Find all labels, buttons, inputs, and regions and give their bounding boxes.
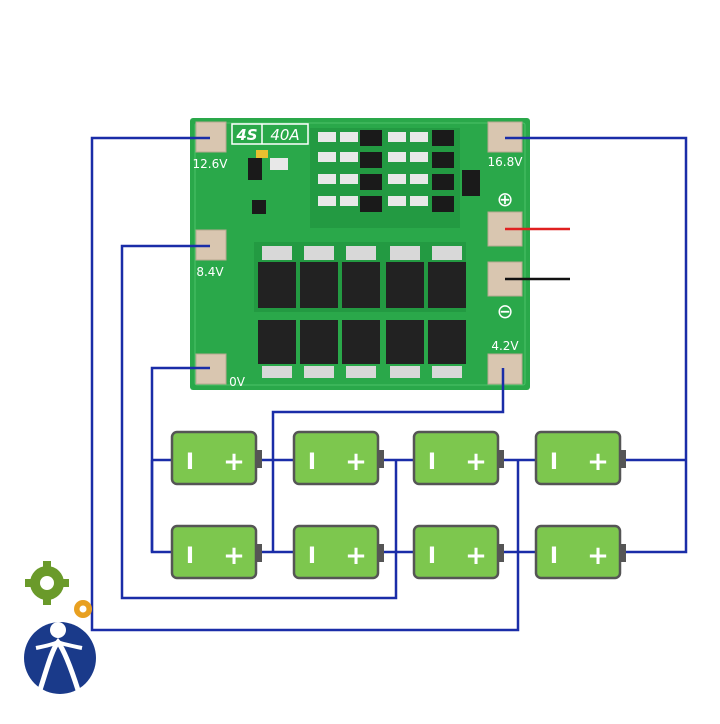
battery-cell: I + (534, 524, 626, 580)
battery-cell: I + (292, 524, 384, 580)
battery-cell: I + (292, 430, 384, 486)
pad-label-16v8: 16.8V (488, 155, 524, 169)
gear-person-logo-icon (24, 561, 96, 694)
svg-text:+: + (587, 447, 609, 477)
battery-cell: I + (170, 430, 262, 486)
svg-text:+: + (223, 541, 245, 571)
svg-text:I: I (186, 450, 194, 475)
battery-cell: I + (170, 524, 262, 580)
battery-cell: I + (534, 430, 626, 486)
mosfet-array (254, 242, 466, 378)
board-title-box (231, 123, 309, 145)
svg-text:I: I (550, 450, 558, 475)
battery-cell: I + (412, 430, 504, 486)
smd-components (248, 128, 480, 228)
svg-text:I: I (428, 450, 436, 475)
plus-terminal-symbol: ⊕ (497, 187, 514, 211)
board-edge (194, 122, 526, 386)
svg-text:+: + (465, 447, 487, 477)
svg-text:I: I (308, 544, 316, 569)
svg-text:I: I (428, 544, 436, 569)
wire-12v6 (90, 136, 520, 632)
pad-label-4v2: 4.2V (491, 339, 519, 353)
bms-board: 4S 40A (190, 118, 530, 390)
svg-text:+: + (587, 541, 609, 571)
pad-label-8v4: 8.4V (196, 265, 224, 279)
svg-text:+: + (345, 447, 367, 477)
svg-text:I: I (550, 544, 558, 569)
minus-terminal-symbol: ⊖ (497, 299, 514, 323)
battery-cell: I + (412, 524, 504, 580)
pad-label-12v6: 12.6V (193, 157, 229, 171)
wire-16v8 (505, 136, 688, 554)
svg-text:+: + (223, 447, 245, 477)
board-model-label: 4S (235, 126, 257, 144)
svg-text:I: I (308, 450, 316, 475)
wire-4v2 (271, 368, 505, 552)
svg-text:+: + (345, 541, 367, 571)
pad-4v2[interactable] (487, 353, 523, 385)
svg-text:I: I (186, 544, 194, 569)
svg-text:+: + (465, 541, 487, 571)
pad-label-0v: 0V (229, 375, 246, 389)
battery-pack: I + I + I + I + I + (170, 430, 626, 580)
board-rating-label: 40A (270, 126, 299, 144)
